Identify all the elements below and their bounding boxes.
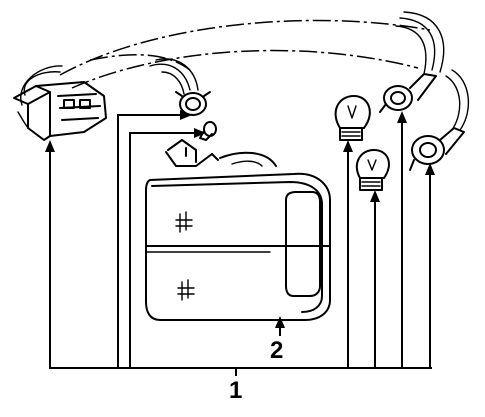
leader-lines-part-1 [45, 110, 435, 376]
callout-part-1: 1 [229, 377, 242, 404]
bulb-lower [355, 149, 390, 191]
wedge-bulb-small [199, 121, 217, 141]
lamp-housing [165, 139, 277, 167]
callout-part-2: 2 [270, 337, 283, 364]
wire-routing-lines [59, 19, 431, 89]
lamp-lens [145, 172, 331, 321]
bulb-upper [334, 95, 371, 141]
wiring-harness-connector [13, 65, 107, 141]
socket-with-wires-upper-right [379, 11, 445, 113]
socket-with-wires-left [149, 58, 211, 116]
socket-with-wires-lower-right [409, 69, 470, 171]
leader-line-part-2 [275, 316, 285, 336]
